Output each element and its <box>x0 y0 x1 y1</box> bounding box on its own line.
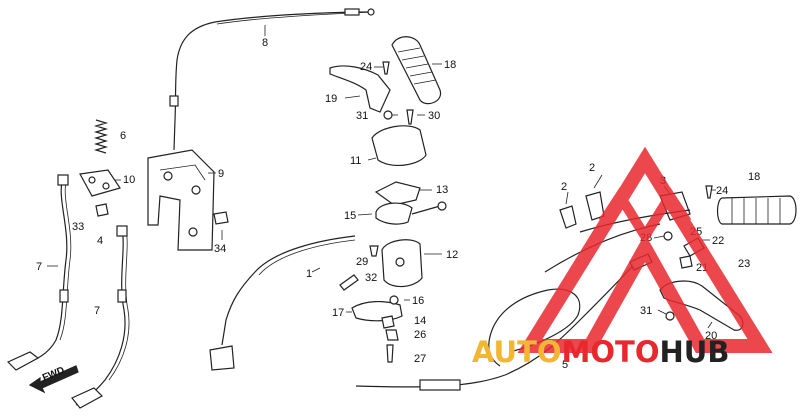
callout-10: 10 <box>123 174 135 186</box>
callout-24: 24 <box>360 61 372 73</box>
callout-15: 15 <box>344 210 356 222</box>
callout-16: 16 <box>412 295 424 307</box>
callout-22: 22 <box>712 235 724 247</box>
watermark-auto: AUTO <box>472 335 562 369</box>
bolt-27 <box>386 344 394 363</box>
cable-clip <box>95 203 109 217</box>
spring <box>93 119 109 154</box>
clutch-cable-left <box>6 174 72 371</box>
washer-31 <box>383 110 393 120</box>
callout-6: 6 <box>120 130 126 142</box>
mirror-mount-2a <box>559 205 577 229</box>
small-screw-24 <box>382 61 390 75</box>
right-handlebar-grip <box>716 195 797 225</box>
callout-27: 27 <box>414 353 426 365</box>
callout-9: 9 <box>218 168 224 180</box>
forward-direction-indicator: FWD <box>28 365 79 394</box>
pivot-28 <box>663 231 673 241</box>
callout-18-right: 18 <box>748 171 760 183</box>
choke-lever <box>329 65 391 113</box>
automotohub-watermark: AUTOMOTOHUB <box>472 146 773 369</box>
callout-18: 18 <box>444 59 456 71</box>
wire-32 <box>339 274 359 291</box>
watermark-text: AUTOMOTOHUB <box>472 335 729 369</box>
watermark-hub: HUB <box>660 335 730 369</box>
callout-8: 8 <box>262 37 268 49</box>
watermark-moto: MOTO <box>562 335 660 369</box>
callout-14: 14 <box>414 315 426 327</box>
watermark-triangle-logo <box>517 146 773 353</box>
pin-14 <box>381 315 395 329</box>
callout-17: 17 <box>332 307 344 319</box>
callout-30: 30 <box>428 110 440 122</box>
callout-labels: 8 24 18 19 31 30 6 9 10 11 13 15 12 29 3… <box>36 37 760 371</box>
adjuster-plate <box>79 169 121 197</box>
clutch-cable-right <box>71 225 130 409</box>
switch-cover <box>374 181 421 206</box>
callout-26: 26 <box>414 329 426 341</box>
throttle-cable <box>169 8 375 151</box>
switch-housing-upper <box>371 125 427 167</box>
spring-21 <box>679 255 693 269</box>
callout-4: 4 <box>97 235 103 247</box>
leader-lines <box>47 25 716 329</box>
callout-13: 13 <box>436 184 448 196</box>
left-handlebar-grip <box>391 36 442 105</box>
callout-34: 34 <box>214 243 226 255</box>
callout-7-lower: 7 <box>94 305 100 317</box>
switch-housing-lower <box>381 239 423 288</box>
callout-2-right: 2 <box>589 162 595 174</box>
callout-2-left: 2 <box>561 181 567 193</box>
main-cable <box>209 235 356 371</box>
screw-30 <box>406 109 414 125</box>
callout-33: 33 <box>72 221 84 233</box>
callout-1: 1 <box>306 268 312 280</box>
bracket-bolt <box>213 211 229 225</box>
callout-24-right: 24 <box>716 185 728 197</box>
screw-24b <box>705 185 713 199</box>
callout-5: 5 <box>562 359 568 371</box>
callout-32: 32 <box>365 272 377 284</box>
switch-clamp <box>375 201 447 225</box>
callout-31-right: 31 <box>640 305 652 317</box>
callout-29: 29 <box>356 256 368 268</box>
screw-29 <box>369 245 379 257</box>
washer-16 <box>389 295 399 305</box>
washer-31b <box>665 311 675 321</box>
callout-12: 12 <box>446 249 458 261</box>
callout-23: 23 <box>738 258 750 270</box>
nut-26 <box>385 329 399 341</box>
callout-19: 19 <box>325 93 337 105</box>
callout-31: 31 <box>356 110 368 122</box>
callout-7-upper: 7 <box>36 261 42 273</box>
callout-11: 11 <box>350 155 361 167</box>
cable-bracket <box>147 149 215 251</box>
